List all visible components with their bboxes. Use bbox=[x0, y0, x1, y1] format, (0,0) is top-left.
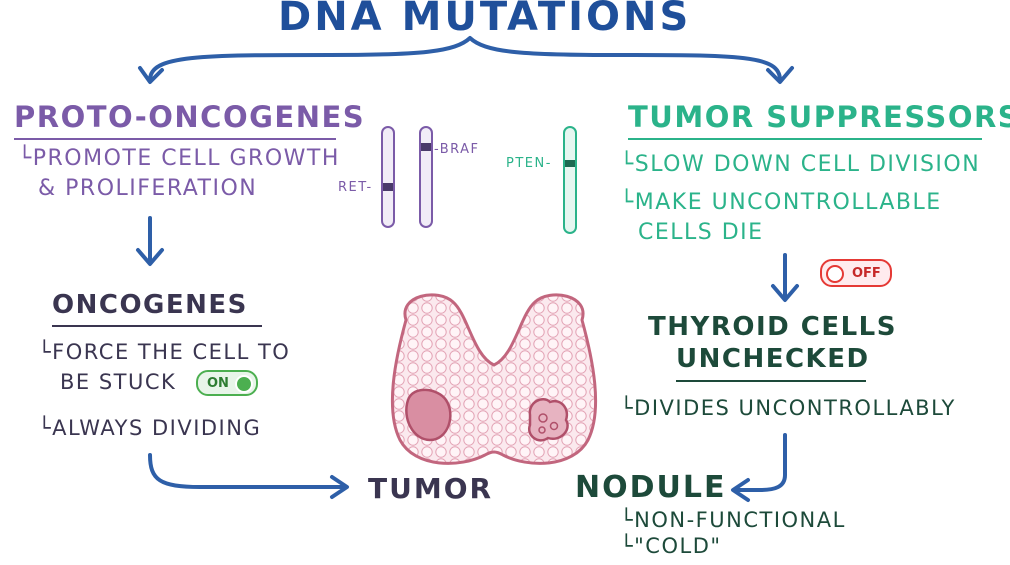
chromosome-pten bbox=[563, 126, 577, 234]
thyroid-line-1: └DIVIDES UNCONTROLLABLY bbox=[620, 396, 956, 420]
thyroid-cells-heading-2: UNCHECKED bbox=[676, 344, 870, 374]
nodule-line-1: └NON-FUNCTIONAL bbox=[620, 508, 846, 532]
off-toggle-knob bbox=[826, 265, 844, 283]
tumor-mass-right bbox=[527, 398, 569, 442]
proto-oncogenes-underline bbox=[14, 138, 336, 140]
tumor-mass-left bbox=[405, 388, 452, 442]
suppressor-line-3: CELLS DIE bbox=[638, 220, 764, 245]
proto-line-2: & PROLIFERATION bbox=[38, 176, 258, 201]
onco-line-2: BE STUCK bbox=[60, 370, 177, 394]
gene-braf-label: -BRAF bbox=[434, 142, 480, 157]
gene-ret-label: RET- bbox=[338, 180, 373, 195]
thyroid-cells-underline bbox=[676, 380, 866, 382]
suppressor-line-1: └SLOW DOWN CELL DIVISION bbox=[620, 152, 981, 177]
nodule-heading: NODULE bbox=[575, 470, 727, 505]
chromosome-ret bbox=[381, 126, 395, 228]
chromosome-diagram bbox=[381, 126, 577, 234]
off-toggle-label: OFF bbox=[852, 266, 881, 281]
on-toggle: ON bbox=[196, 370, 258, 396]
onco-line-3: └ALWAYS DIVIDING bbox=[38, 416, 262, 440]
gene-pten-label: PTEN- bbox=[506, 156, 552, 171]
onco-line-1: └FORCE THE CELL TO bbox=[38, 340, 291, 364]
arrow-onco-to-tumor bbox=[148, 453, 347, 489]
off-toggle: OFF bbox=[820, 259, 892, 287]
chromosome-braf bbox=[419, 126, 433, 228]
arrow-thyroid-to-nodule bbox=[733, 433, 787, 492]
on-toggle-knob bbox=[235, 375, 253, 393]
oncogenes-underline bbox=[52, 325, 262, 327]
page-title: DNA MUTATIONS bbox=[278, 0, 692, 40]
tumor-suppressors-underline bbox=[628, 138, 982, 140]
thyroid-cells-heading-1: THYROID CELLS bbox=[648, 312, 897, 342]
tumor-label: TUMOR bbox=[368, 472, 494, 505]
brace-arrow bbox=[148, 36, 782, 82]
suppressor-line-2: └MAKE UNCONTROLLABLE bbox=[620, 190, 942, 215]
tumor-suppressors-heading: TUMOR SUPPRESSORS bbox=[628, 100, 1010, 134]
oncogenes-heading: ONCOGENES bbox=[52, 290, 248, 320]
nodule-line-2: └"COLD" bbox=[620, 534, 722, 558]
thyroid-gland-illustration bbox=[390, 293, 598, 465]
proto-line-1: └PROMOTE CELL GROWTH bbox=[18, 146, 340, 171]
on-toggle-label: ON bbox=[207, 376, 229, 391]
proto-oncogenes-heading: PROTO-ONCOGENES bbox=[14, 100, 366, 134]
